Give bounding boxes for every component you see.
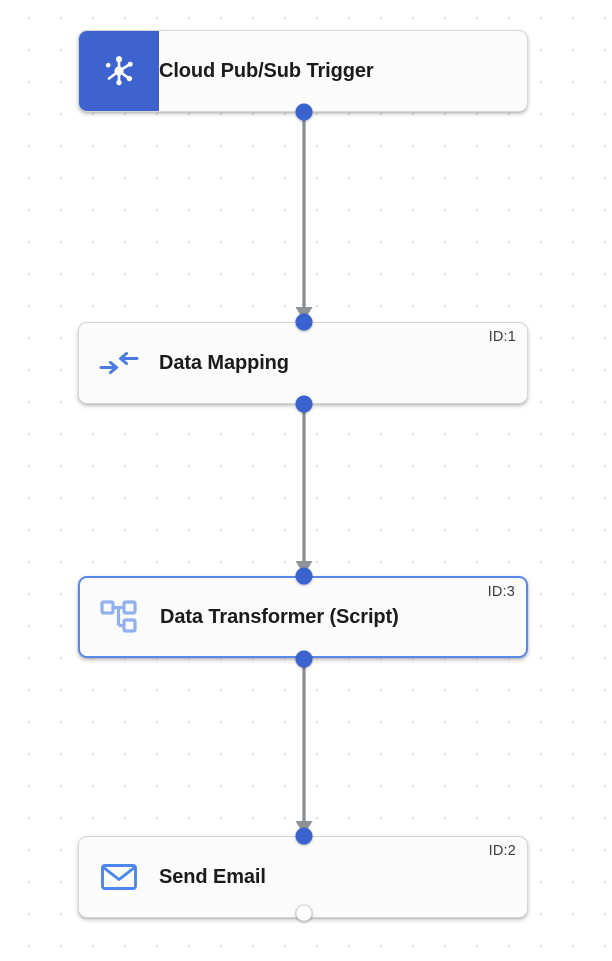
data-mapping-merge-arrows-icon: [79, 348, 159, 378]
pubsub-hub-icon: [79, 31, 159, 111]
node-data-mapping[interactable]: Data Mapping ID:1: [78, 322, 528, 404]
node-label: Send Email: [159, 865, 266, 888]
node-id-badge: ID:3: [487, 584, 515, 600]
connector-edge[interactable]: [295, 659, 313, 835]
envelope-icon: [79, 860, 159, 894]
node-label: Data Mapping: [159, 351, 289, 374]
send-email-input-port[interactable]: [295, 827, 313, 845]
cloud-pubsub-trigger-output-port[interactable]: [295, 103, 313, 121]
node-id-badge: ID:1: [488, 329, 516, 345]
connector-edge[interactable]: [295, 404, 313, 575]
node-cloud-pubsub-trigger[interactable]: Cloud Pub/Sub Trigger: [78, 30, 528, 112]
node-label: Data Transformer (Script): [160, 605, 399, 628]
node-data-transformer-script[interactable]: Data Transformer (Script) ID:3: [78, 576, 528, 658]
node-id-badge: ID:2: [488, 843, 516, 859]
data-transformer-schema-icon: [80, 598, 160, 636]
data-mapping-input-port[interactable]: [295, 313, 313, 331]
data-mapping-output-port[interactable]: [295, 395, 313, 413]
send-email-output-port[interactable]: [295, 904, 313, 922]
connector-edge[interactable]: [295, 112, 313, 321]
data-transformer-script-input-port[interactable]: [295, 567, 313, 585]
data-transformer-script-output-port[interactable]: [295, 650, 313, 668]
node-label: Cloud Pub/Sub Trigger: [159, 59, 374, 82]
